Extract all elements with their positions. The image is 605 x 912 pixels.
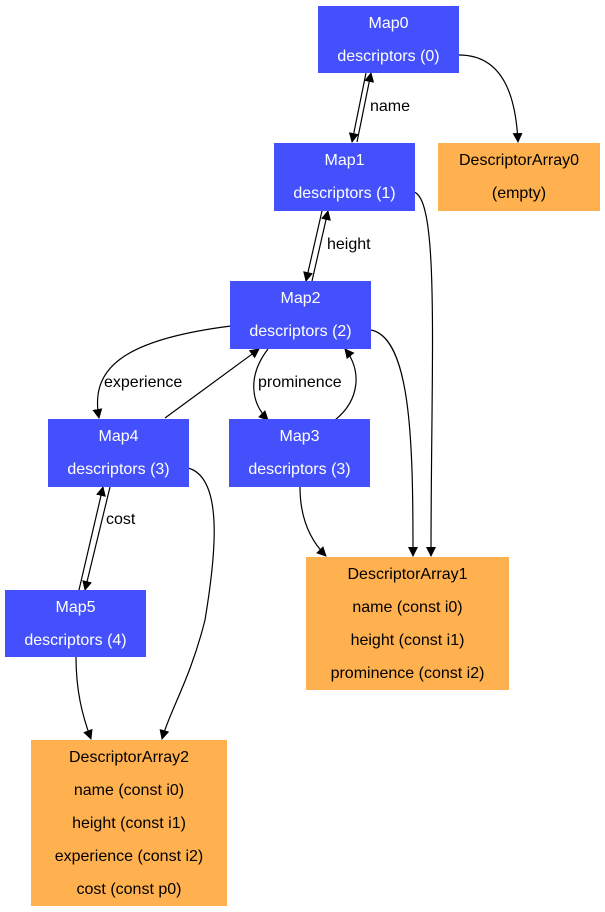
edge-label-name: name — [370, 98, 411, 115]
map3-node: Map3 descriptors (3) — [229, 419, 370, 487]
edge-map5-to-descriptorarray2 — [75, 656, 93, 740]
descriptorarray2-entry: name (const i0) — [73, 781, 185, 799]
edge-map1-to-map0 — [356, 72, 375, 143]
edge-map4-to-map2 — [164, 348, 260, 419]
map1-descriptors: descriptors (1) — [293, 185, 396, 202]
edge-map1-to-descriptorarray1 — [413, 191, 437, 557]
edge-label-cost: cost — [106, 511, 136, 528]
descriptorarray1-entry: name (const i0) — [352, 598, 463, 616]
edge-label-height: height — [327, 236, 371, 253]
descriptorarray0-title: DescriptorArray0 — [458, 152, 580, 169]
map5-node: Map5 descriptors (4) — [5, 590, 146, 657]
edge-map4-to-descriptorarray2 — [159, 467, 215, 740]
edge-label-prominence: prominence — [258, 374, 342, 391]
map4-title: Map4 — [98, 428, 139, 445]
map3-descriptors: descriptors (3) — [248, 461, 351, 478]
map4-descriptors: descriptors (3) — [67, 461, 170, 478]
edge-map0-to-descriptorarray0 — [458, 54, 523, 143]
descriptorarray1-entry: prominence (const i2) — [330, 664, 485, 682]
edge-map5-to-map4 — [78, 486, 106, 591]
descriptorarray1-node: DescriptorArray1 name (const i0) height … — [306, 557, 509, 690]
edge-map2-to-map4 — [92, 325, 232, 419]
map4-node: Map4 descriptors (3) — [48, 419, 189, 487]
map0-descriptors: descriptors (0) — [337, 47, 440, 65]
edge-map2-to-map1 — [311, 210, 331, 282]
map5-title: Map5 — [55, 598, 96, 616]
descriptorarray0-entry: (empty) — [491, 185, 547, 202]
map0-title: Map0 — [368, 14, 409, 32]
edge-label-experience: experience — [104, 374, 183, 391]
map2-node: Map2 descriptors (2) — [230, 281, 371, 349]
descriptorarray1-entry: height (const i1) — [350, 631, 465, 649]
edge-map4-to-map5 — [82, 486, 111, 591]
descriptorarray2-node: DescriptorArray2 name (const i0) height … — [31, 740, 227, 906]
descriptorarray1-title: DescriptorArray1 — [347, 565, 468, 583]
map5-descriptors: descriptors (4) — [24, 631, 127, 649]
map0-node: Map0 descriptors (0) — [318, 6, 459, 73]
edge-map3-to-map2 — [334, 348, 357, 421]
map2-descriptors: descriptors (2) — [249, 323, 352, 340]
descriptorarray2-entry: experience (const i2) — [54, 847, 204, 865]
descriptorarray2-title: DescriptorArray2 — [68, 748, 190, 766]
edge-map2-to-descriptorarray1 — [370, 329, 418, 557]
map1-node: Map1 descriptors (1) — [274, 143, 415, 211]
descriptorarray2-entry: cost (const p0) — [76, 880, 182, 898]
edge-map1-to-map2 — [303, 210, 323, 282]
map2-title: Map2 — [280, 290, 321, 307]
descriptorarray0-node: DescriptorArray0 (empty) — [438, 143, 600, 211]
descriptorarray2-entry: height (const i1) — [72, 814, 186, 832]
edge-map0-to-map1 — [348, 72, 367, 143]
edge-map3-to-descriptorarray1 — [299, 486, 327, 557]
map3-title: Map3 — [279, 428, 320, 445]
edge-map2-to-map3 — [253, 348, 269, 421]
map1-title: Map1 — [324, 152, 365, 169]
